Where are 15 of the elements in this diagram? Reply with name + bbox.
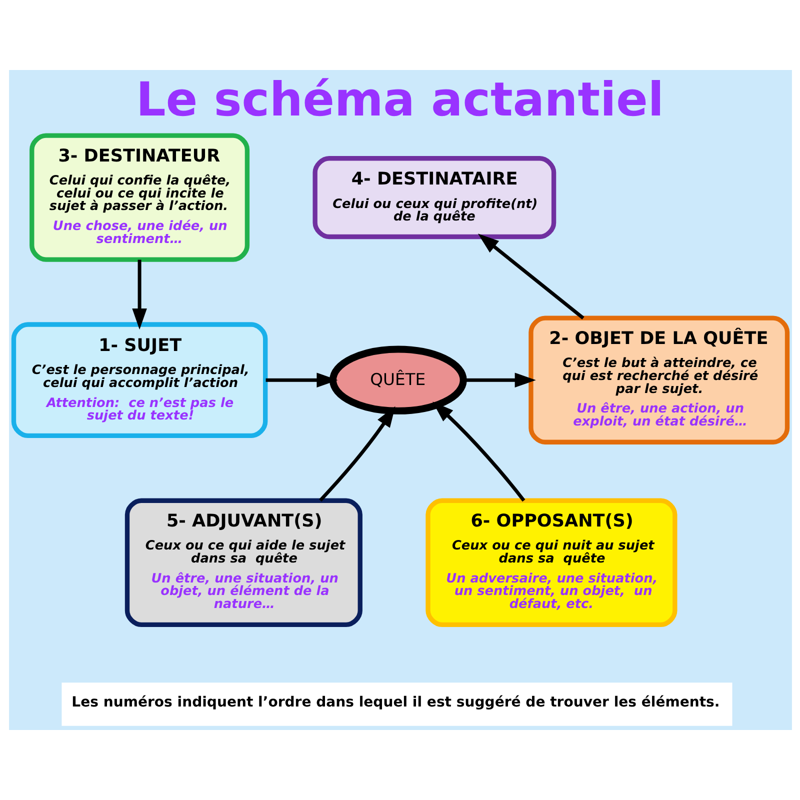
node-box: 5- ADJUVANT(S) Ceux ou ce qui aide le sujet dans sa quête Un être, une situation, un objet, un élément de la nature… — [124, 498, 362, 628]
node-ellipse: QUÊTE — [328, 346, 466, 414]
node-box: 3- DESTINATEUR Celui qui confie la quête, celui ou ce qui incite le sujet à passer à l’action. Une chose, une idée, un sentiment… — [29, 133, 250, 262]
node-box: 1- SUJET C’est le personnage principal, celui qui accomplit l’action Attention: ce n’est pas le sujet du texte! — [10, 322, 268, 438]
arrow — [463, 372, 536, 388]
arrow — [318, 406, 395, 502]
arrow — [132, 260, 146, 330]
diagram-title: Le schéma actantiel — [136, 74, 664, 128]
caption: Les numéros indiquent l’ordre dans lequel il est suggéré de trouver les éléments. — [71, 694, 720, 711]
node-box: 2- OBJET DE LA QUÊTE C’est le but à atteindre, ce qui est recherché et désiré par le sujet. Un être, une action, un exploit, un état désiré… — [528, 316, 790, 444]
arrow — [477, 234, 584, 320]
node-box: 6- OPPOSANT(S) Ceux ou ce qui nuit au sujet dans sa quête Un adversaire, une situation, un sentiment, un objet, un défaut, etc. — [425, 498, 677, 628]
arrow — [265, 372, 338, 388]
node-box: 4- DESTINATAIRE Celui ou ceux qui profite(nt) de la quête — [312, 156, 556, 240]
arrow — [432, 402, 525, 502]
